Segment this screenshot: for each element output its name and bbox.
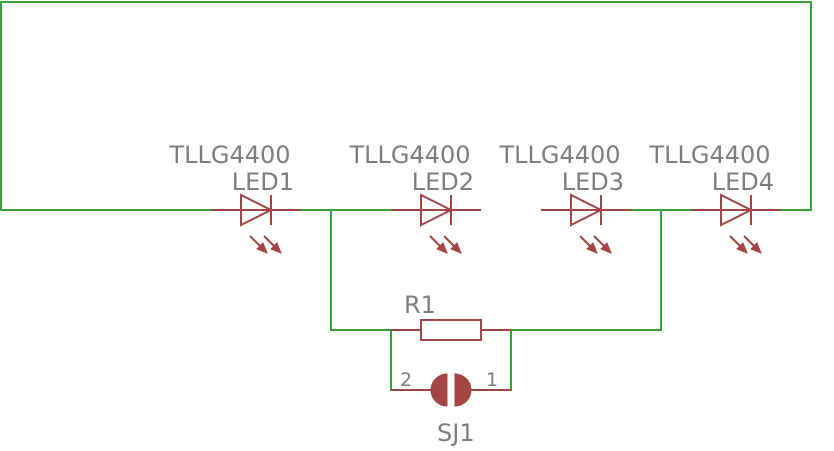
jumper-pin-1-label: 1 (486, 369, 498, 391)
led4-symbol[interactable] (691, 193, 781, 254)
wire-right-drop (511, 210, 662, 331)
led1-symbol[interactable] (211, 193, 301, 254)
led3-name-label: LED3 (562, 168, 624, 196)
led1-name-label: LED1 (232, 168, 294, 196)
led2-symbol[interactable] (391, 193, 481, 254)
led1-value-label: TLLG4400 (168, 141, 290, 169)
wire-left-drop (330, 210, 391, 331)
jumper-pin-2-label: 2 (400, 369, 412, 391)
led3-emission-arrows (579, 235, 612, 254)
led4-name-label: LED4 (712, 168, 774, 196)
resistor-r1-label: R1 (404, 291, 436, 319)
solder-jumper-sj1-label: SJ1 (437, 419, 475, 447)
wires (0, 1, 812, 391)
led4-value-label: TLLG4400 (648, 141, 770, 169)
led3-symbol[interactable] (541, 193, 631, 254)
solder-jumper-sj1-symbol[interactable] (391, 373, 511, 407)
wire-top-loop (0, 1, 812, 211)
resistor-r1-symbol[interactable] (391, 319, 511, 341)
led2-name-label: LED2 (412, 168, 474, 196)
led2-emission-arrows (429, 235, 462, 254)
led2-value-label: TLLG4400 (348, 141, 470, 169)
led1-emission-arrows (249, 235, 282, 254)
led4-emission-arrows (729, 235, 762, 254)
led3-value-label: TLLG4400 (498, 141, 620, 169)
